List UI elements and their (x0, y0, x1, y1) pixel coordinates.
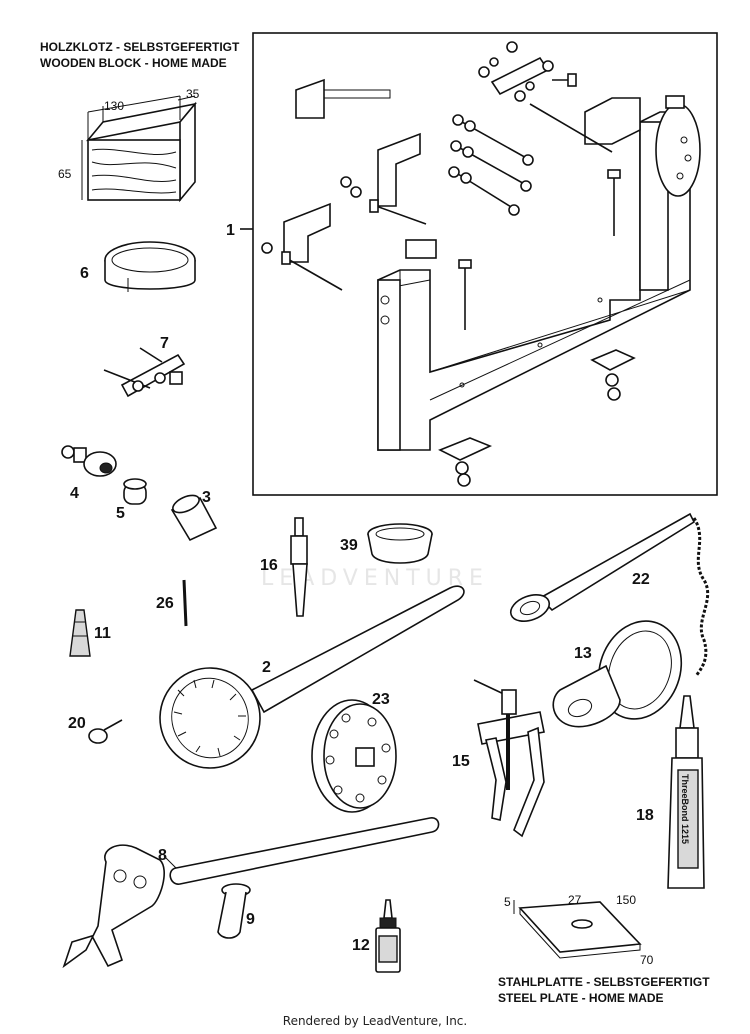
part-8-crank-tool: 8 (62, 817, 440, 969)
callout-15: 15 (452, 753, 470, 770)
callout-16: 16 (260, 557, 278, 574)
wooden-block: HOLZKLOTZ - SELBSTGEFERTIGT WOODEN BLOCK… (40, 40, 240, 203)
part-9-support: 9 (217, 883, 255, 939)
block-depth-dim: 35 (186, 87, 200, 101)
block-height-dim: 65 (58, 167, 72, 181)
steel-plate-caption-de: STAHLPLATTE - SELBSTGEFERTIGT (498, 975, 710, 989)
engine-stand (261, 41, 701, 487)
callout-9: 9 (246, 911, 255, 928)
callout-13: 13 (574, 645, 592, 662)
part-4-adapter: 4 (61, 445, 117, 502)
wooden-block-caption-de: HOLZKLOTZ - SELBSTGEFERTIGT (40, 40, 240, 54)
callout-11: 11 (94, 625, 111, 642)
part-39-cup: 39 (340, 523, 433, 564)
wooden-block-caption-en: WOODEN BLOCK - HOME MADE (40, 56, 227, 70)
plate-thickness-dim: 5 (504, 895, 511, 909)
part-6-ring: 6 (80, 241, 196, 292)
part-23-flywheel-puller: 23 (311, 691, 397, 813)
footer-credit: Rendered by LeadVenture, Inc. (282, 1014, 468, 1028)
callout-8: 8 (158, 847, 167, 864)
callout-20: 20 (68, 715, 86, 732)
callout-2: 2 (262, 659, 271, 676)
part-20-screw: 20 (68, 715, 123, 744)
part-18-sealant-tube: ThreeBond 1215 18 (636, 695, 705, 889)
callout-5: 5 (116, 505, 125, 522)
plate-hole-dim: 27 (568, 893, 582, 907)
steel-plate-caption-en: STEEL PLATE - HOME MADE (498, 991, 664, 1005)
part-26-pin: 26 (156, 579, 188, 627)
callout-26: 26 (156, 595, 174, 612)
part-7-puller: 7 (103, 335, 186, 398)
sealant-label: ThreeBond 1215 (680, 774, 690, 844)
part-11-plug: 11 (69, 609, 111, 657)
callout-39: 39 (340, 537, 358, 554)
callout-23: 23 (372, 691, 390, 708)
part-15-gear-puller: 15 (452, 679, 545, 838)
part-3-sleeve: 3 (170, 489, 218, 542)
steel-plate: 5 27 150 70 STAHLPLATTE - SELBSTGEFERTIG… (498, 893, 710, 1005)
part-2-clutch-holder: 2 (159, 585, 465, 769)
callout-12: 12 (352, 937, 370, 954)
callout-7: 7 (160, 335, 169, 352)
callout-18: 18 (636, 807, 654, 824)
callout-1: 1 (226, 222, 235, 239)
callout-6: 6 (80, 265, 89, 282)
plate-width-dim: 70 (640, 953, 654, 967)
block-length-dim: 130 (104, 99, 124, 113)
part-12-bottle: 12 (352, 899, 401, 973)
part-22-chain-wrench: 22 (509, 512, 710, 677)
callout-4: 4 (70, 485, 79, 502)
part-13-holder: 13 (552, 620, 683, 728)
plate-length-dim: 150 (616, 893, 636, 907)
callout-3: 3 (202, 489, 211, 506)
part-5-sleeve: 5 (116, 478, 147, 522)
engine-stand-frame (252, 32, 718, 496)
part-16-slide-hammer: 16 (260, 517, 308, 617)
callout-22: 22 (632, 571, 650, 588)
